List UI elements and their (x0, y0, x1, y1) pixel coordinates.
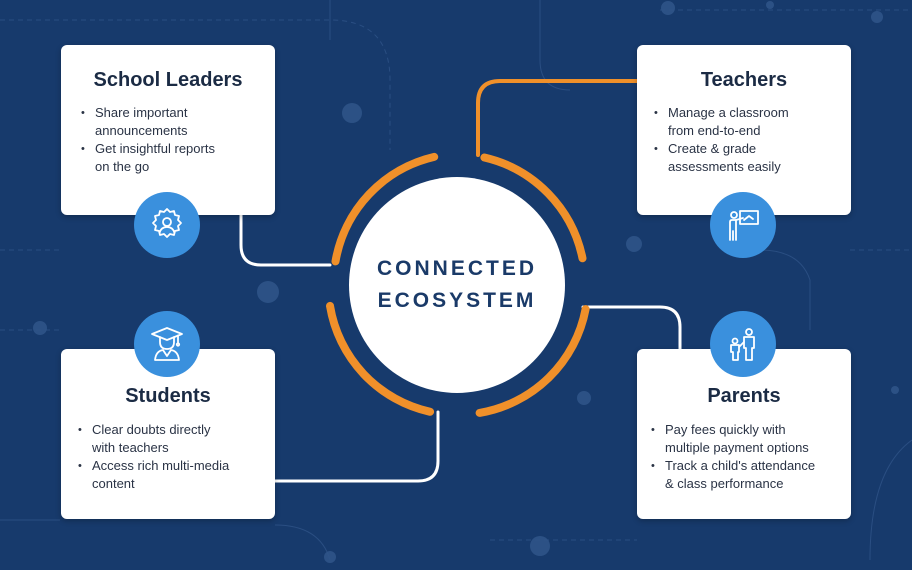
parent-child-icon (730, 328, 755, 361)
ring-arc-top-right (480, 153, 587, 263)
connector-parents (581, 305, 682, 351)
connector-leaders (239, 212, 332, 267)
hub-line-1: CONNECTED (376, 257, 537, 280)
graduate-icon (151, 327, 183, 361)
ring-arc-top-left (331, 152, 439, 266)
badge-students (134, 311, 200, 377)
ring-arc-bottom-right (475, 305, 590, 417)
badge-school-leaders (134, 192, 200, 258)
card-school-leaders: School Leaders Share importantannounceme… (61, 45, 275, 215)
card-title: Students (125, 385, 211, 407)
hub-line-2: ECOSYSTEM (377, 289, 537, 312)
hub-connected-ecosystem: CONNECTED ECOSYSTEM (349, 177, 565, 393)
card-title: School Leaders (93, 69, 243, 91)
connector-students (273, 410, 440, 483)
card-title: Parents (707, 385, 781, 407)
card-title: Teachers (700, 69, 788, 91)
badge-teachers (710, 192, 776, 258)
gear-person-icon (152, 208, 182, 238)
ring-arc-bottom-left (326, 301, 435, 416)
badge-parents (710, 311, 776, 377)
list-item: Track a child's attendance& class perfor… (651, 457, 846, 493)
teacher-board-icon (729, 210, 759, 241)
connector-teachers (476, 79, 639, 157)
